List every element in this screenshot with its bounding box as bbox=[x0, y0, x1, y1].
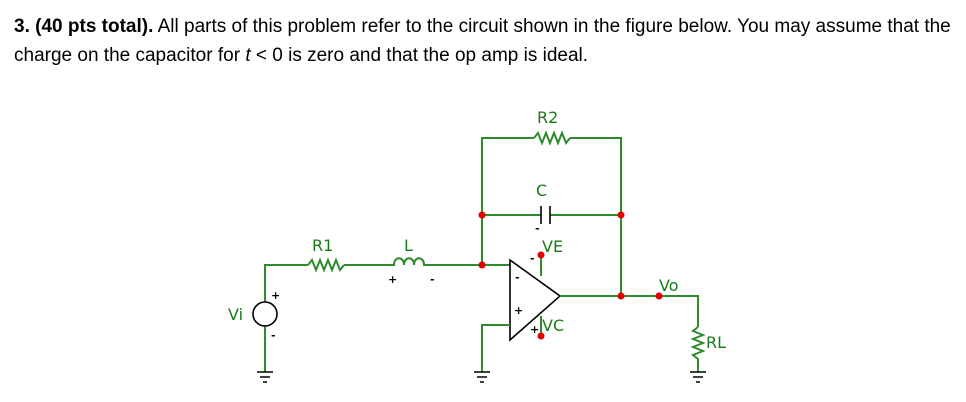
label-rl: RL bbox=[706, 333, 726, 352]
node-c-left bbox=[478, 211, 486, 219]
node-inverting bbox=[478, 261, 486, 269]
ground-symbol-load bbox=[690, 371, 706, 383]
problem-text-b: < 0 is zero and that the op amp is ideal… bbox=[250, 45, 589, 66]
r1-resistor bbox=[307, 257, 345, 273]
problem-number: 3. bbox=[14, 16, 30, 37]
cap-minus-mark: - bbox=[535, 222, 540, 235]
noninverting-input-mark: + bbox=[514, 304, 523, 317]
op-amp bbox=[509, 258, 562, 342]
problem-text-a: All parts of this problem refer to the c… bbox=[14, 16, 951, 66]
time-variable: t bbox=[245, 45, 251, 66]
ground-symbol-source bbox=[257, 371, 273, 383]
inductor-minus-mark: - bbox=[430, 273, 435, 286]
source-plus-mark: + bbox=[271, 289, 280, 302]
inverting-input-mark: - bbox=[515, 271, 520, 284]
r2-resistor bbox=[533, 130, 571, 146]
rl-resistor bbox=[690, 326, 706, 372]
node-c-right bbox=[617, 211, 625, 219]
ve-minus-mark: - bbox=[530, 252, 535, 265]
inductor-plus-mark: + bbox=[388, 273, 397, 286]
label-ve: VE bbox=[542, 237, 563, 256]
problem-points: (40 pts total). bbox=[35, 16, 154, 37]
r2-feedback-wire bbox=[481, 137, 622, 296]
label-vo: Vo bbox=[659, 276, 679, 295]
voltage-source bbox=[252, 301, 278, 327]
label-c: C bbox=[536, 181, 547, 200]
ground-symbol-opamp bbox=[474, 371, 490, 383]
capacitor bbox=[540, 206, 551, 224]
node-ve bbox=[537, 251, 545, 259]
node-vo bbox=[655, 292, 663, 300]
inductor bbox=[388, 257, 432, 266]
label-vc: VC bbox=[542, 316, 564, 335]
vc-plus-mark: + bbox=[530, 323, 539, 336]
source-minus-mark: - bbox=[271, 329, 276, 342]
noninverting-wire bbox=[481, 324, 510, 372]
label-l: L bbox=[404, 236, 413, 255]
label-r2: R2 bbox=[537, 108, 558, 127]
node-output bbox=[617, 292, 625, 300]
label-vi: Vi bbox=[228, 305, 243, 324]
problem-statement: 3. (40 pts total). All parts of this pro… bbox=[14, 12, 954, 70]
node-vc bbox=[537, 332, 545, 340]
output-wire bbox=[560, 295, 699, 327]
label-r1: R1 bbox=[312, 236, 333, 255]
